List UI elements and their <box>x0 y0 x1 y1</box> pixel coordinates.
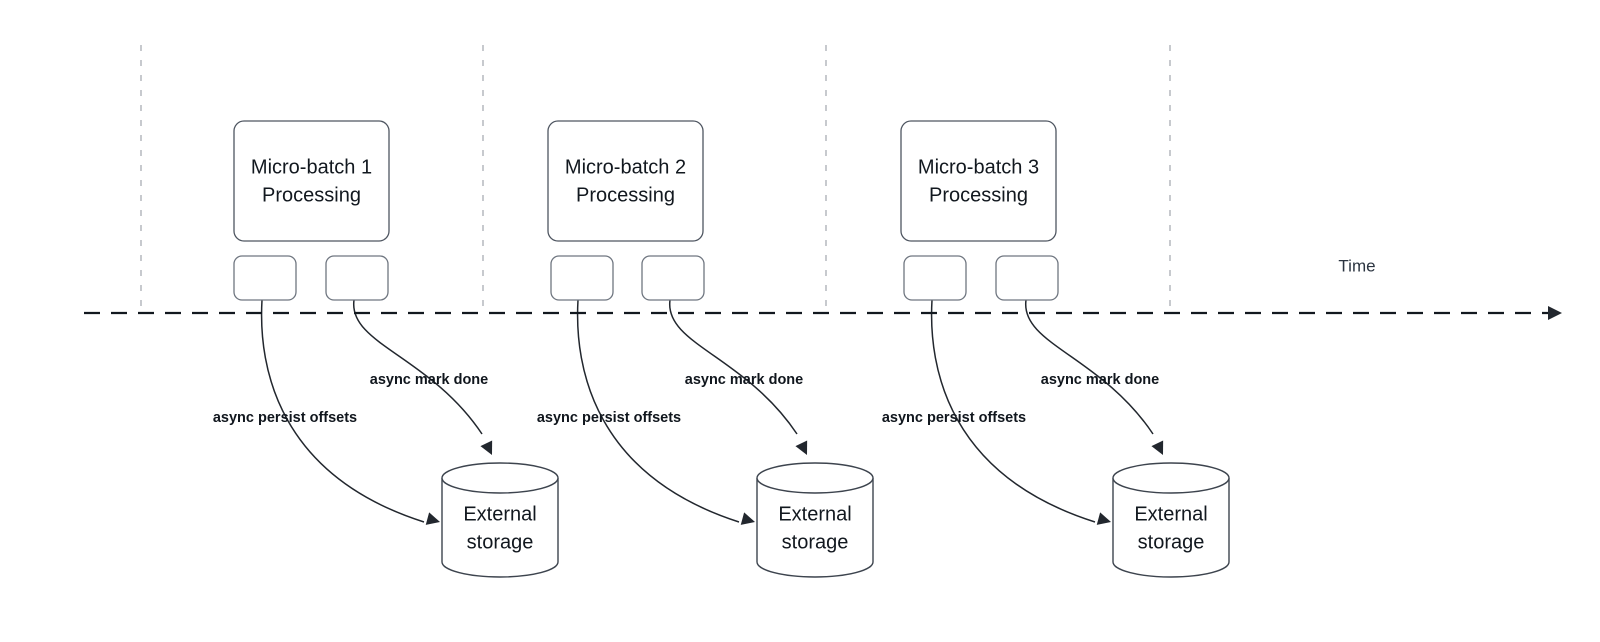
mini-task-box-3a[interactable] <box>903 255 967 301</box>
mini-task-box-2a[interactable] <box>550 255 614 301</box>
edge-async-mark-done-2-label: async mark done <box>685 372 803 388</box>
external-storage-1[interactable]: External storage <box>441 462 559 578</box>
tick-divider-layer <box>140 45 1171 315</box>
external-storage-2-top-ellipse <box>756 462 874 494</box>
mini-task-box-1b[interactable] <box>325 255 389 301</box>
edge-async-mark-done-1 <box>353 299 483 435</box>
processing-box-2[interactable] <box>547 120 704 242</box>
external-storage-3-top-ellipse <box>1112 462 1230 494</box>
edge-label-layer: async persist offsets async mark done asyn… <box>213 372 1159 426</box>
edge-async-persist-offsets-1 <box>260 299 425 523</box>
processing-box-1[interactable] <box>233 120 390 242</box>
time-arrow-head <box>1548 306 1562 320</box>
external-storage-1-label-line1: External <box>463 503 536 525</box>
edge-async-mark-done-2-arrow-head <box>795 440 808 455</box>
processing-box-label-line2-2: Processing <box>576 184 675 206</box>
external-storage-2-label-line2: storage <box>782 531 849 553</box>
external-storage-3[interactable]: External storage <box>1112 462 1230 578</box>
edge-async-persist-offsets-3-arrow-head <box>1096 512 1111 525</box>
edge-async-persist-offsets-2-label: async persist offsets <box>537 410 681 426</box>
edge-async-persist-offsets-2 <box>576 299 740 523</box>
mini-task-box-2b[interactable] <box>641 255 705 301</box>
external-storage-3-label-line1: External <box>1134 503 1207 525</box>
external-storage-2[interactable]: External storage <box>756 462 874 578</box>
external-storage-2-label-line1: External <box>778 503 851 525</box>
edge-async-mark-done-1-arrow-head <box>480 440 493 455</box>
mini-task-box-3b[interactable] <box>995 255 1059 301</box>
external-storage-2-body <box>756 478 874 578</box>
external-storage-1-top-ellipse <box>441 462 559 494</box>
external-storage-3-label-line2: storage <box>1138 531 1205 553</box>
processing-box-label-line1-1: Micro-batch 1 <box>251 156 372 178</box>
processing-box-label-line1-3: Micro-batch 3 <box>918 156 1039 178</box>
edge-async-mark-done-2 <box>669 299 798 435</box>
processing-box-label-line2-3: Processing <box>929 184 1028 206</box>
processing-box-3[interactable] <box>900 120 1057 242</box>
processing-box-label-line2-1: Processing <box>262 184 361 206</box>
edge-async-persist-offsets-3-label: async persist offsets <box>882 410 1026 426</box>
external-storage-3-body <box>1112 478 1230 578</box>
edge-layer <box>260 299 1164 525</box>
edge-async-mark-done-3-arrow-head <box>1151 440 1164 455</box>
edge-async-mark-done-3-label: async mark done <box>1041 372 1159 388</box>
processing-box-label-line1-2: Micro-batch 2 <box>565 156 686 178</box>
time-axis-label: Time <box>1338 256 1375 275</box>
edge-async-persist-offsets-2-arrow-head <box>740 512 755 525</box>
edge-async-persist-offsets-3 <box>930 299 1096 523</box>
external-storage-1-label-line2: storage <box>467 531 534 553</box>
external-storage-1-body <box>441 478 559 578</box>
timeline-axis-layer: Time <box>84 256 1562 320</box>
edge-async-persist-offsets-1-arrow-head <box>425 512 440 525</box>
edge-async-mark-done-1-label: async mark done <box>370 372 488 388</box>
edge-async-persist-offsets-1-label: async persist offsets <box>213 410 357 426</box>
mini-task-box-1a[interactable] <box>233 255 297 301</box>
edge-async-mark-done-3 <box>1025 299 1154 435</box>
